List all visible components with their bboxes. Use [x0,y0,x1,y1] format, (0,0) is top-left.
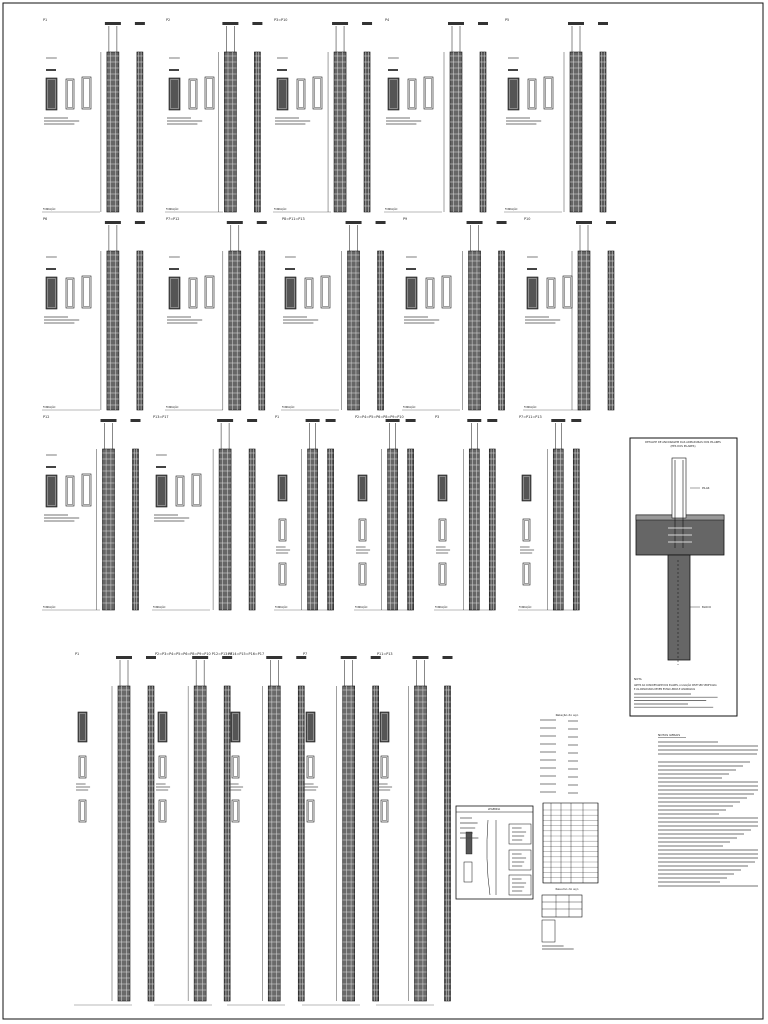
pillar-label: P7=P11=P13 [519,415,542,419]
base-label: FUNDAÇÃO [43,406,56,409]
pillar-label: P4 [228,652,232,656]
pillar-label: P2=P3=P4=P5=P6=P8=P9=P10 P12=P13=P14=P15… [155,652,264,656]
pillar-label: P3=P10 [274,18,287,22]
base-label: FUNDAÇÃO [505,208,518,211]
detail-note-2: E AS ARMADURAS DEVEM ESTAR LIMPAS E AMAR… [634,688,696,691]
pillar-label: P4 [385,18,389,22]
pillar-label: P7=P12 [166,217,179,221]
pillar-label: P10 [524,217,530,221]
base-label: FUNDAÇÃO [385,208,398,211]
base-label: FUNDAÇÃO [403,406,416,409]
pillar-label: P1 [275,415,279,419]
base-label: FUNDAÇÃO [519,606,532,609]
pillar-label: P13=P17 [153,415,169,419]
detail-title-1: DETALHE DE ANCORAGEM DAS ARMADURAS DOS P… [645,440,721,444]
detail-label-bloco: BLOCO [702,605,711,609]
detail-title-2: (PÉS DOS PILARES) [671,443,696,448]
base-label: FUNDAÇÃO [355,606,368,609]
base-label: FUNDAÇÃO [435,606,448,609]
notes-title: NOTAS GERAIS [658,733,680,737]
pillar-panel: P7 [302,652,381,1006]
pillar-panel: P2=P3=P4=P5=P6=P8=P9=P10 P12=P13=P14=P15… [154,652,264,1006]
pillar-panel: P1 [74,652,156,1006]
pillar-panel: P11=P13 [376,652,453,1006]
pillar-label: P8=P11=P13 [282,217,305,221]
base-label: FUNDAÇÃO [166,208,179,211]
steel-table-title: Relação do aço [556,713,579,717]
pillar-label: P5 [505,18,509,22]
general-notes: NOTAS GERAIS [658,733,758,887]
pillar-label: P9 [403,217,407,221]
detail-label-pilar: PILAR [702,486,710,490]
pillar-label: P11=P13 [377,652,393,656]
pillar-label: P2=P4=P5=P6=P8=P9=P10 [355,415,404,419]
pillar-label: P1 [43,18,47,22]
pillar-label: P12 [43,415,49,419]
legend-title: LEGENDA [488,807,501,811]
steel-relation-table: Relação do aço Resumo do aço [540,713,599,950]
base-label: FUNDAÇÃO [166,406,179,409]
pillar-label: P6 [43,217,47,221]
base-label: FUNDAÇÃO [282,406,295,409]
base-label: FUNDAÇÃO [275,606,288,609]
anchorage-detail-box: DETALHE DE ANCORAGEM DAS ARMADURAS DOS P… [629,437,738,717]
pillar-label: P7 [303,652,307,656]
base-label: FUNDAÇÃO [43,606,56,609]
steel-summary-title: Resumo do aço [556,887,579,891]
pillar-label: P3 [435,415,439,419]
pillar-panel: P4 [227,652,307,1006]
base-label: FUNDAÇÃO [274,208,287,211]
pillar-label: P1 [75,652,79,656]
detail-note-1: ANTES DA CONCRETAGEM DOS PILARES, A LIGA… [634,684,717,687]
base-label: FUNDAÇÃO [524,406,537,409]
legend-box: LEGENDA [455,805,534,900]
pillar-label: P2 [166,18,170,22]
base-label: FUNDAÇÃO [153,606,166,609]
base-label: FUNDAÇÃO [43,208,56,211]
detail-note-title: NOTA [634,677,642,681]
